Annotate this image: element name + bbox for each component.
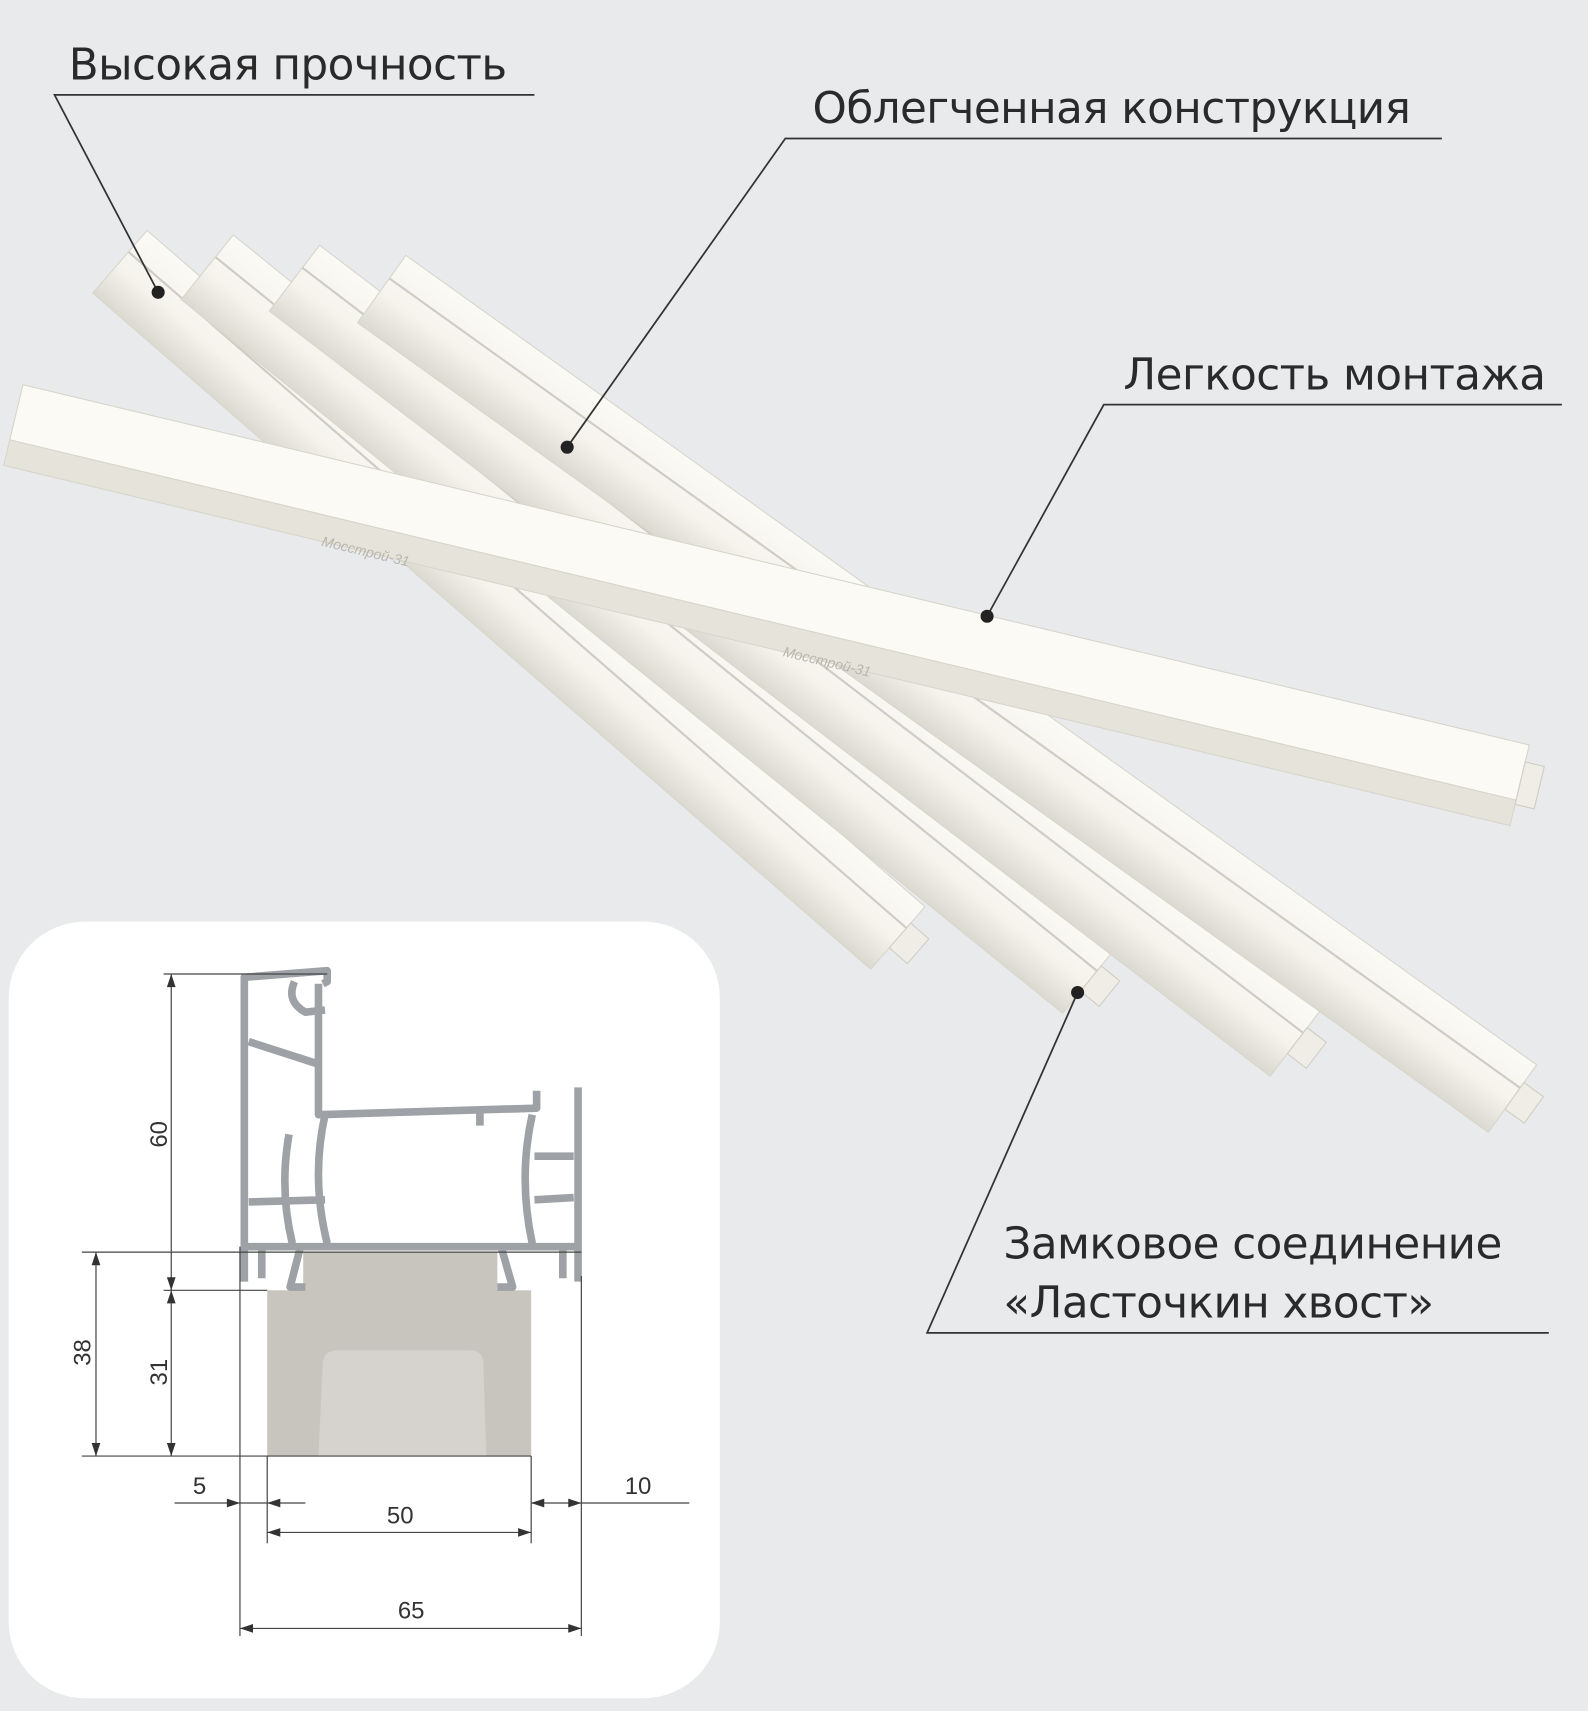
insert-section [267,1252,532,1457]
dim-60: 60 [146,1121,173,1148]
callout-dot [980,609,994,623]
dim-65: 65 [398,1598,425,1625]
dim-38: 38 [70,1339,97,1366]
dim-5: 5 [193,1473,206,1500]
callout-label: Замковое соединение [1003,1220,1501,1270]
callout-dot [1071,985,1085,1000]
dimension-arrows [91,973,582,1633]
dim-31: 31 [146,1359,173,1386]
callout-dot [560,440,574,454]
callout-strength: Высокая прочность [53,41,535,299]
callout-label: Высокая прочность [69,41,507,91]
cross-section-panel: 60 38 31 5 10 50 65 [8,921,720,1699]
window-profile-section [240,966,582,1291]
dimension-lines [81,973,690,1637]
callout-easy-mounting: Легкость монтажа [980,350,1562,623]
product-strips: Мосстрой-31 Мосстрой-31 [3,229,1545,1134]
dim-50: 50 [387,1503,414,1530]
dim-10: 10 [625,1473,652,1500]
callout-label: Легкость монтажа [1123,350,1545,400]
strip [92,229,930,971]
callout-label: «Ласточкин хвост» [1003,1279,1433,1329]
callout-dot [151,285,165,299]
callout-label: Облегченная конструкция [813,84,1411,134]
callout-dovetail-lock: Замковое соединение «Ласточкин хвост» [925,985,1549,1334]
callout-lightweight: Облегченная конструкция [560,84,1442,454]
